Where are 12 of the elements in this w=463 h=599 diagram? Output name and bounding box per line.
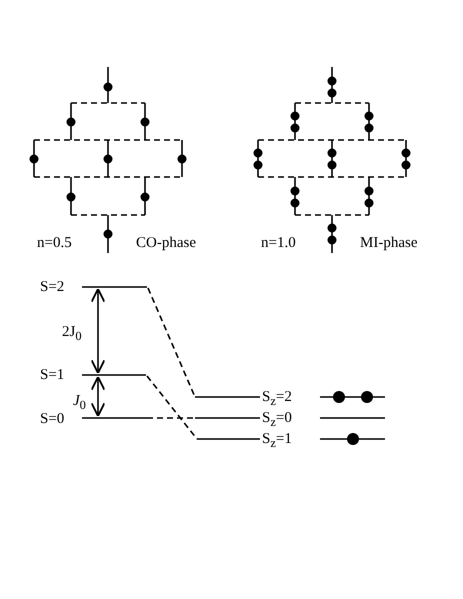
spin-projection-label: S$_{z}$=0 <box>262 409 292 431</box>
spin-label: S=2 <box>40 278 64 296</box>
energy-gap-label: J$_{0}$ <box>73 392 86 414</box>
spin-projection-label: S$_{z}$=2 <box>262 388 292 410</box>
energy-gap-label: 2J$_{0}$ <box>62 323 82 345</box>
spin-label: S=0 <box>40 410 64 428</box>
spin-projection-label: S$_{z}$=1 <box>262 430 292 452</box>
filling-label: n=1.0 <box>261 234 296 252</box>
spin-label: S=1 <box>40 366 64 384</box>
filling-label: n=0.5 <box>37 234 72 252</box>
phase-label: MI-phase <box>360 234 418 252</box>
phase-label: CO-phase <box>136 234 196 252</box>
